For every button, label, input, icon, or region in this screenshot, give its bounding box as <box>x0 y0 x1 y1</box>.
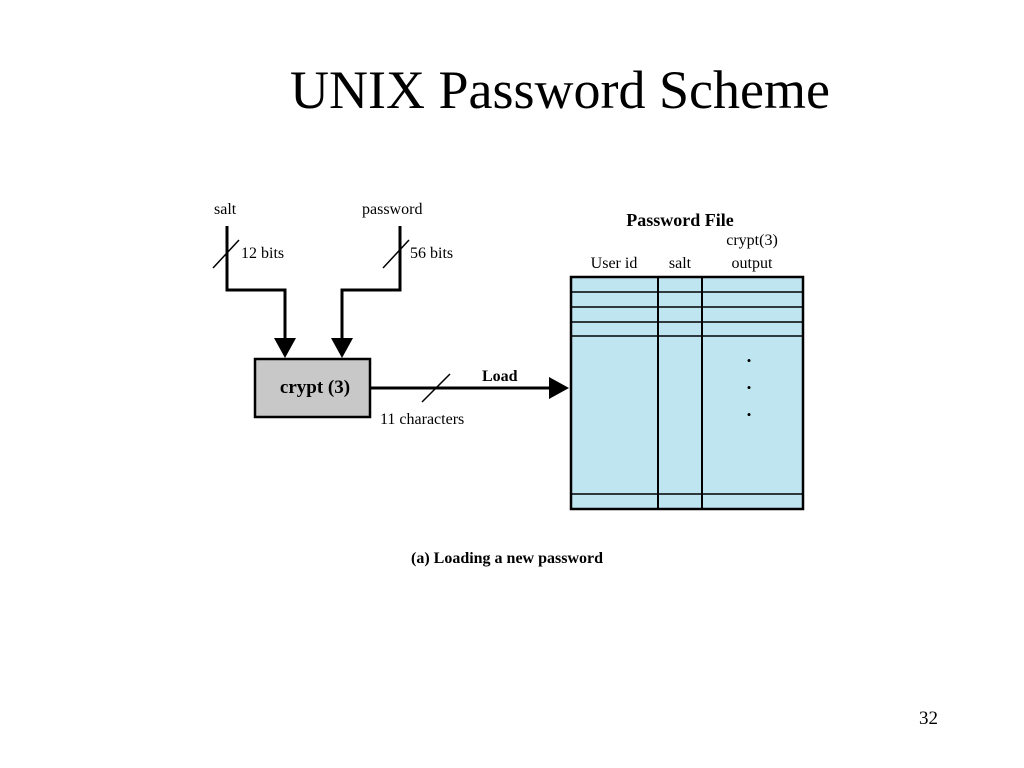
column-header-output: output <box>732 255 773 272</box>
salt-flow-line <box>225 226 287 338</box>
slide-title: UNIX Password Scheme <box>290 60 830 120</box>
output-width-label: 11 characters <box>380 411 464 428</box>
password-file-title: Password File <box>626 210 734 230</box>
ellipsis-dot: • <box>747 407 752 422</box>
load-arrowhead <box>549 377 569 399</box>
password-width-slash <box>382 239 410 269</box>
column-header-salt: salt <box>669 255 692 272</box>
password-flow-line <box>340 226 402 338</box>
salt-bits-label: 12 bits <box>241 245 284 262</box>
password-arrowhead <box>331 338 353 358</box>
ellipsis-dot: • <box>747 380 752 395</box>
password-bits-label: 56 bits <box>410 245 453 262</box>
ellipsis-dot: • <box>747 353 752 368</box>
salt-input-label: salt <box>214 201 237 218</box>
password-file-table <box>569 275 805 511</box>
column-header-crypt: crypt(3) <box>726 232 778 249</box>
password-input-label: password <box>362 201 422 218</box>
crypt-function-label: crypt (3) <box>280 377 350 398</box>
page-number: 32 <box>919 708 938 729</box>
output-width-slash <box>421 373 451 403</box>
column-header-user-id: User id <box>591 255 638 272</box>
diagram-caption: (a) Loading a new password <box>411 550 603 567</box>
salt-arrowhead <box>274 338 296 358</box>
load-label: Load <box>482 368 518 385</box>
